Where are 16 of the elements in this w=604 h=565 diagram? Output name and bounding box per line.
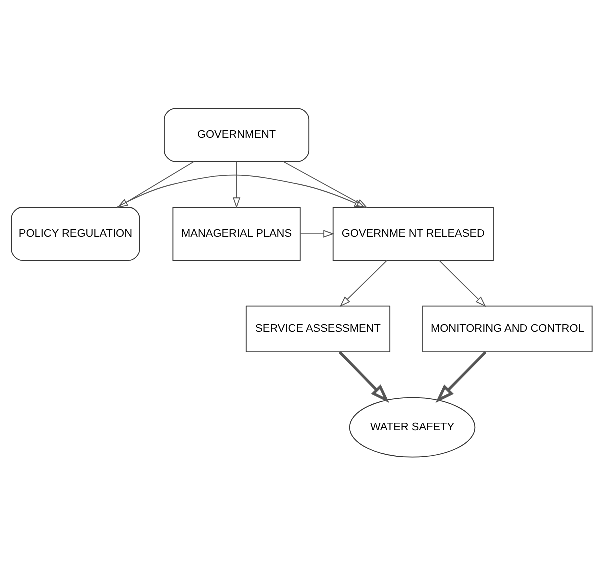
arrow — [338, 350, 390, 403]
arrow — [232, 160, 241, 208]
arrow — [300, 230, 335, 238]
arrow — [436, 350, 487, 403]
node-box: POLICY REGULATION — [11, 206, 140, 261]
node-box: MANAGERIAL PLANS — [172, 206, 301, 261]
node-ellipse: WATER SAFETY — [349, 396, 476, 458]
node-box: MONITORING AND CONTROL — [422, 305, 593, 352]
arrow — [116, 174, 366, 208]
node-box: GOVERNME NT RELEASED — [332, 206, 494, 261]
arrow — [283, 160, 368, 208]
arrow — [438, 260, 486, 307]
arrow — [117, 160, 195, 208]
node-box: GOVERNMENT — [164, 108, 310, 162]
node-box: SERVICE ASSESSMENT — [246, 305, 391, 352]
arrow — [340, 260, 388, 307]
